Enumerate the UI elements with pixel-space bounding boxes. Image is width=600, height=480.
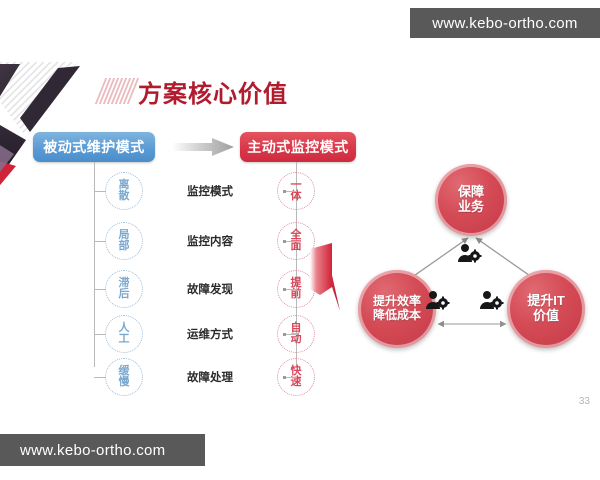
circle-char: 缓 <box>118 365 130 377</box>
title-accent-stripes <box>94 78 140 104</box>
active-attribute-circle: 一 体 <box>277 172 315 210</box>
active-attribute-circle: 自 动 <box>277 315 315 353</box>
connector-tick <box>284 334 297 335</box>
value-node-left: 提升效率 降低成本 <box>358 270 436 348</box>
circle-char: 散 <box>118 190 130 202</box>
connector-nub <box>283 190 286 193</box>
connector-tick <box>284 241 297 242</box>
active-mode-badge: 主动式监控模式 <box>240 132 356 162</box>
circle-char: 局 <box>118 229 130 241</box>
circle-char: 人 <box>118 322 130 334</box>
active-attribute-circle: 快 速 <box>277 358 315 396</box>
page-title: 方案核心价值 <box>138 81 288 108</box>
passive-attribute-circle: 人 工 <box>105 315 143 353</box>
comparison-row: 人 工 运维方式 自 动 <box>105 315 315 353</box>
connector-nub <box>283 288 286 291</box>
connector-nub <box>283 240 286 243</box>
corner-decoration <box>0 62 95 197</box>
comparison-row: 局 部 监控内容 全 面 <box>105 222 315 260</box>
connector-tick <box>94 289 106 290</box>
connector-tick <box>94 334 106 335</box>
node-line: 提升IT <box>527 293 565 309</box>
node-line: 降低成本 <box>372 308 421 322</box>
circle-char: 前 <box>290 288 302 300</box>
circle-char: 全 <box>290 229 302 241</box>
active-attribute-circle: 全 面 <box>277 222 315 260</box>
comparison-row: 滞 后 故障发现 提 前 <box>105 270 315 308</box>
person-gear-icon <box>426 291 450 310</box>
circle-char: 离 <box>118 179 130 191</box>
page-number: 33 <box>578 396 590 407</box>
passive-attribute-circle: 缓 慢 <box>105 358 143 396</box>
circle-char: 滞 <box>118 277 130 289</box>
node-line: 价值 <box>532 308 559 323</box>
passive-attribute-circle: 滞 后 <box>105 270 143 308</box>
passive-attribute-circle: 离 散 <box>105 172 143 210</box>
connector-tick <box>94 191 106 192</box>
node-line: 业务 <box>457 199 484 214</box>
circle-char: 速 <box>290 376 302 388</box>
right-spine <box>296 162 297 367</box>
comparison-dimension-label: 监控内容 <box>187 236 233 248</box>
connector-nub <box>283 376 286 379</box>
watermark-bottom: www.kebo-ortho.com <box>0 434 205 466</box>
circle-char: 提 <box>290 277 302 289</box>
connector-tick <box>94 377 106 378</box>
person-gear-icon <box>480 291 504 310</box>
circle-char: 后 <box>118 288 130 300</box>
circle-char: 面 <box>290 240 302 252</box>
circle-char: 部 <box>118 240 130 252</box>
value-triangle: 保障 业务 提升效率 降低成本 提升IT 价值 <box>350 160 590 360</box>
comparison-dimension-label: 运维方式 <box>187 329 233 341</box>
comparison-dimension-label: 故障发现 <box>187 284 233 296</box>
node-line: 保障 <box>457 184 484 200</box>
passive-mode-badge: 被动式维护模式 <box>33 132 155 162</box>
connector-tick <box>284 377 297 378</box>
value-node-top: 保障 业务 <box>435 164 507 236</box>
connector-nub <box>283 333 286 336</box>
person-gear-icon <box>458 244 482 263</box>
connector-tick <box>284 191 297 192</box>
circle-char: 工 <box>118 333 130 345</box>
connector-tick <box>284 289 297 290</box>
comparison-dimension-label: 监控模式 <box>187 186 233 198</box>
passive-attribute-circle: 局 部 <box>105 222 143 260</box>
circle-char: 动 <box>290 333 302 345</box>
circle-char: 自 <box>290 322 302 334</box>
circle-char: 慢 <box>118 376 130 388</box>
left-spine <box>94 162 95 367</box>
node-line: 提升效率 <box>372 294 421 309</box>
comparison-dimension-label: 故障处理 <box>187 372 233 384</box>
red-ribbon-shape <box>310 243 340 311</box>
circle-char: 一 <box>290 179 302 191</box>
circle-char: 体 <box>290 190 302 202</box>
watermark-top: www.kebo-ortho.com <box>410 8 600 38</box>
circle-char: 快 <box>290 365 302 377</box>
value-node-right: 提升IT 价值 <box>507 270 585 348</box>
connector-tick <box>94 241 106 242</box>
right-arrow-icon <box>172 138 234 156</box>
